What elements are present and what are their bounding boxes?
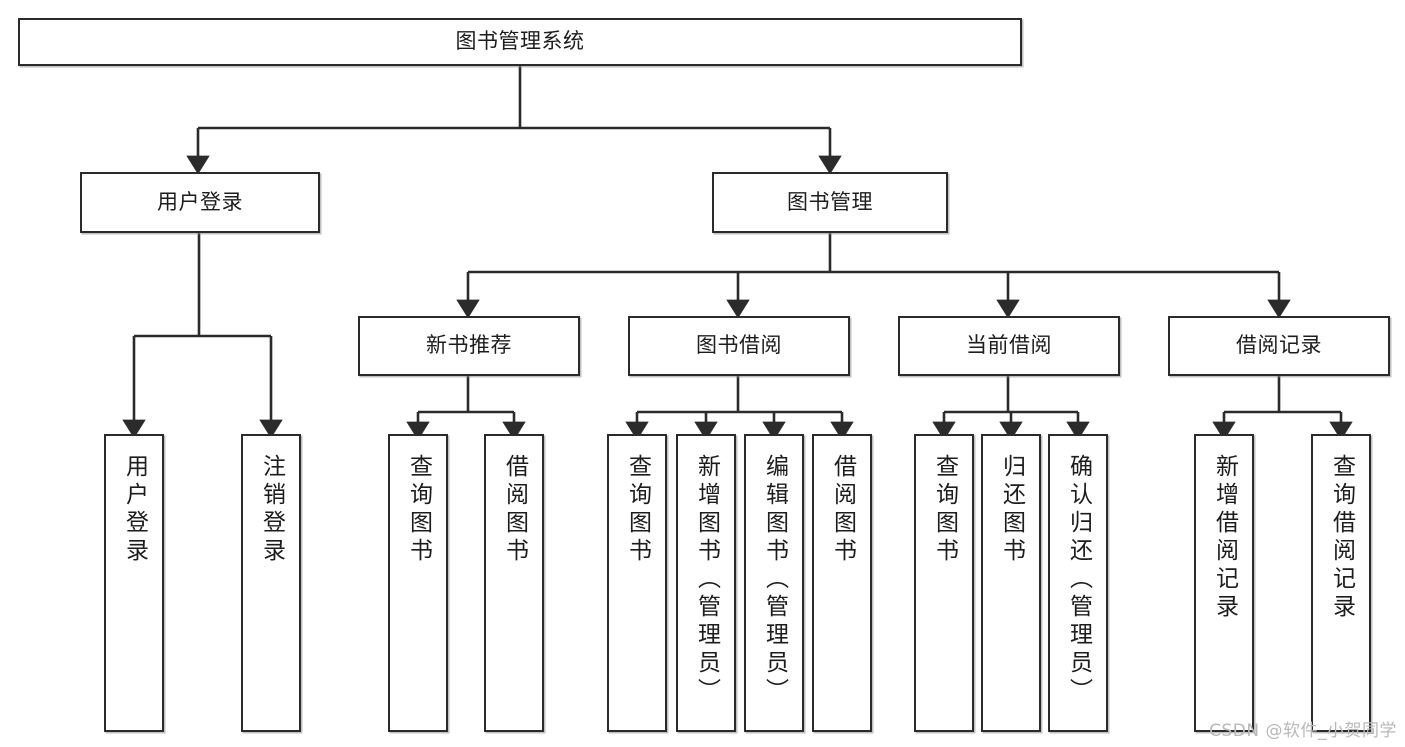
- node-label: 图书借阅: [696, 333, 782, 358]
- node-label: 新增图书（管理员）: [693, 454, 720, 706]
- node-label: 新增借阅记录: [1211, 454, 1238, 622]
- leaf-recommend-borrow-book[interactable]: 借阅图书: [484, 434, 544, 732]
- leaf-borrow-add-book-admin[interactable]: 新增图书（管理员）: [676, 434, 736, 732]
- csdn-watermark: CSDN @软件_小贺同学: [1209, 721, 1397, 741]
- leaf-current-query-book[interactable]: 查询图书: [914, 434, 974, 732]
- node-label: 编辑图书（管理员）: [761, 454, 788, 706]
- leaf-borrow-edit-book-admin[interactable]: 编辑图书（管理员）: [744, 434, 804, 732]
- node-label: 借阅图书: [829, 454, 856, 566]
- node-user-login[interactable]: 用户登录: [80, 172, 320, 233]
- node-label: 图书管理系统: [455, 29, 585, 54]
- node-label: 查询图书: [931, 454, 958, 566]
- node-book-borrow[interactable]: 图书借阅: [628, 316, 850, 376]
- node-label: 注销登录: [258, 454, 285, 566]
- node-borrow-record[interactable]: 借阅记录: [1168, 316, 1390, 376]
- node-label: 查询借阅记录: [1328, 454, 1355, 622]
- node-label: 查询图书: [624, 454, 651, 566]
- leaf-user-login-signin[interactable]: 用户登录: [104, 434, 164, 732]
- node-label: 用户登录: [157, 189, 243, 214]
- node-label: 借阅图书: [501, 454, 528, 566]
- leaf-borrow-borrow-book[interactable]: 借阅图书: [812, 434, 872, 732]
- leaf-user-login-signout[interactable]: 注销登录: [241, 434, 301, 732]
- node-label: 借阅记录: [1236, 333, 1322, 358]
- leaf-record-query-record[interactable]: 查询借阅记录: [1311, 434, 1371, 732]
- node-book-management[interactable]: 图书管理: [712, 172, 948, 233]
- node-label: 查询图书: [405, 454, 432, 566]
- leaf-current-return-book[interactable]: 归还图书: [981, 434, 1041, 732]
- node-label: 用户登录: [121, 454, 148, 566]
- node-label: 归还图书: [998, 454, 1025, 566]
- leaf-borrow-query-book[interactable]: 查询图书: [607, 434, 667, 732]
- leaf-recommend-query-book[interactable]: 查询图书: [388, 434, 448, 732]
- leaf-record-add-record[interactable]: 新增借阅记录: [1194, 434, 1254, 732]
- node-label: 图书管理: [787, 189, 873, 214]
- node-new-book-recommend[interactable]: 新书推荐: [358, 316, 580, 376]
- leaf-current-confirm-return-admin[interactable]: 确认归还（管理员）: [1048, 434, 1108, 732]
- node-label: 当前借阅: [966, 333, 1052, 358]
- node-current-borrow[interactable]: 当前借阅: [898, 316, 1120, 376]
- node-label: 新书推荐: [426, 333, 512, 358]
- node-label: 确认归还（管理员）: [1065, 454, 1092, 706]
- node-root-system[interactable]: 图书管理系统: [18, 18, 1022, 66]
